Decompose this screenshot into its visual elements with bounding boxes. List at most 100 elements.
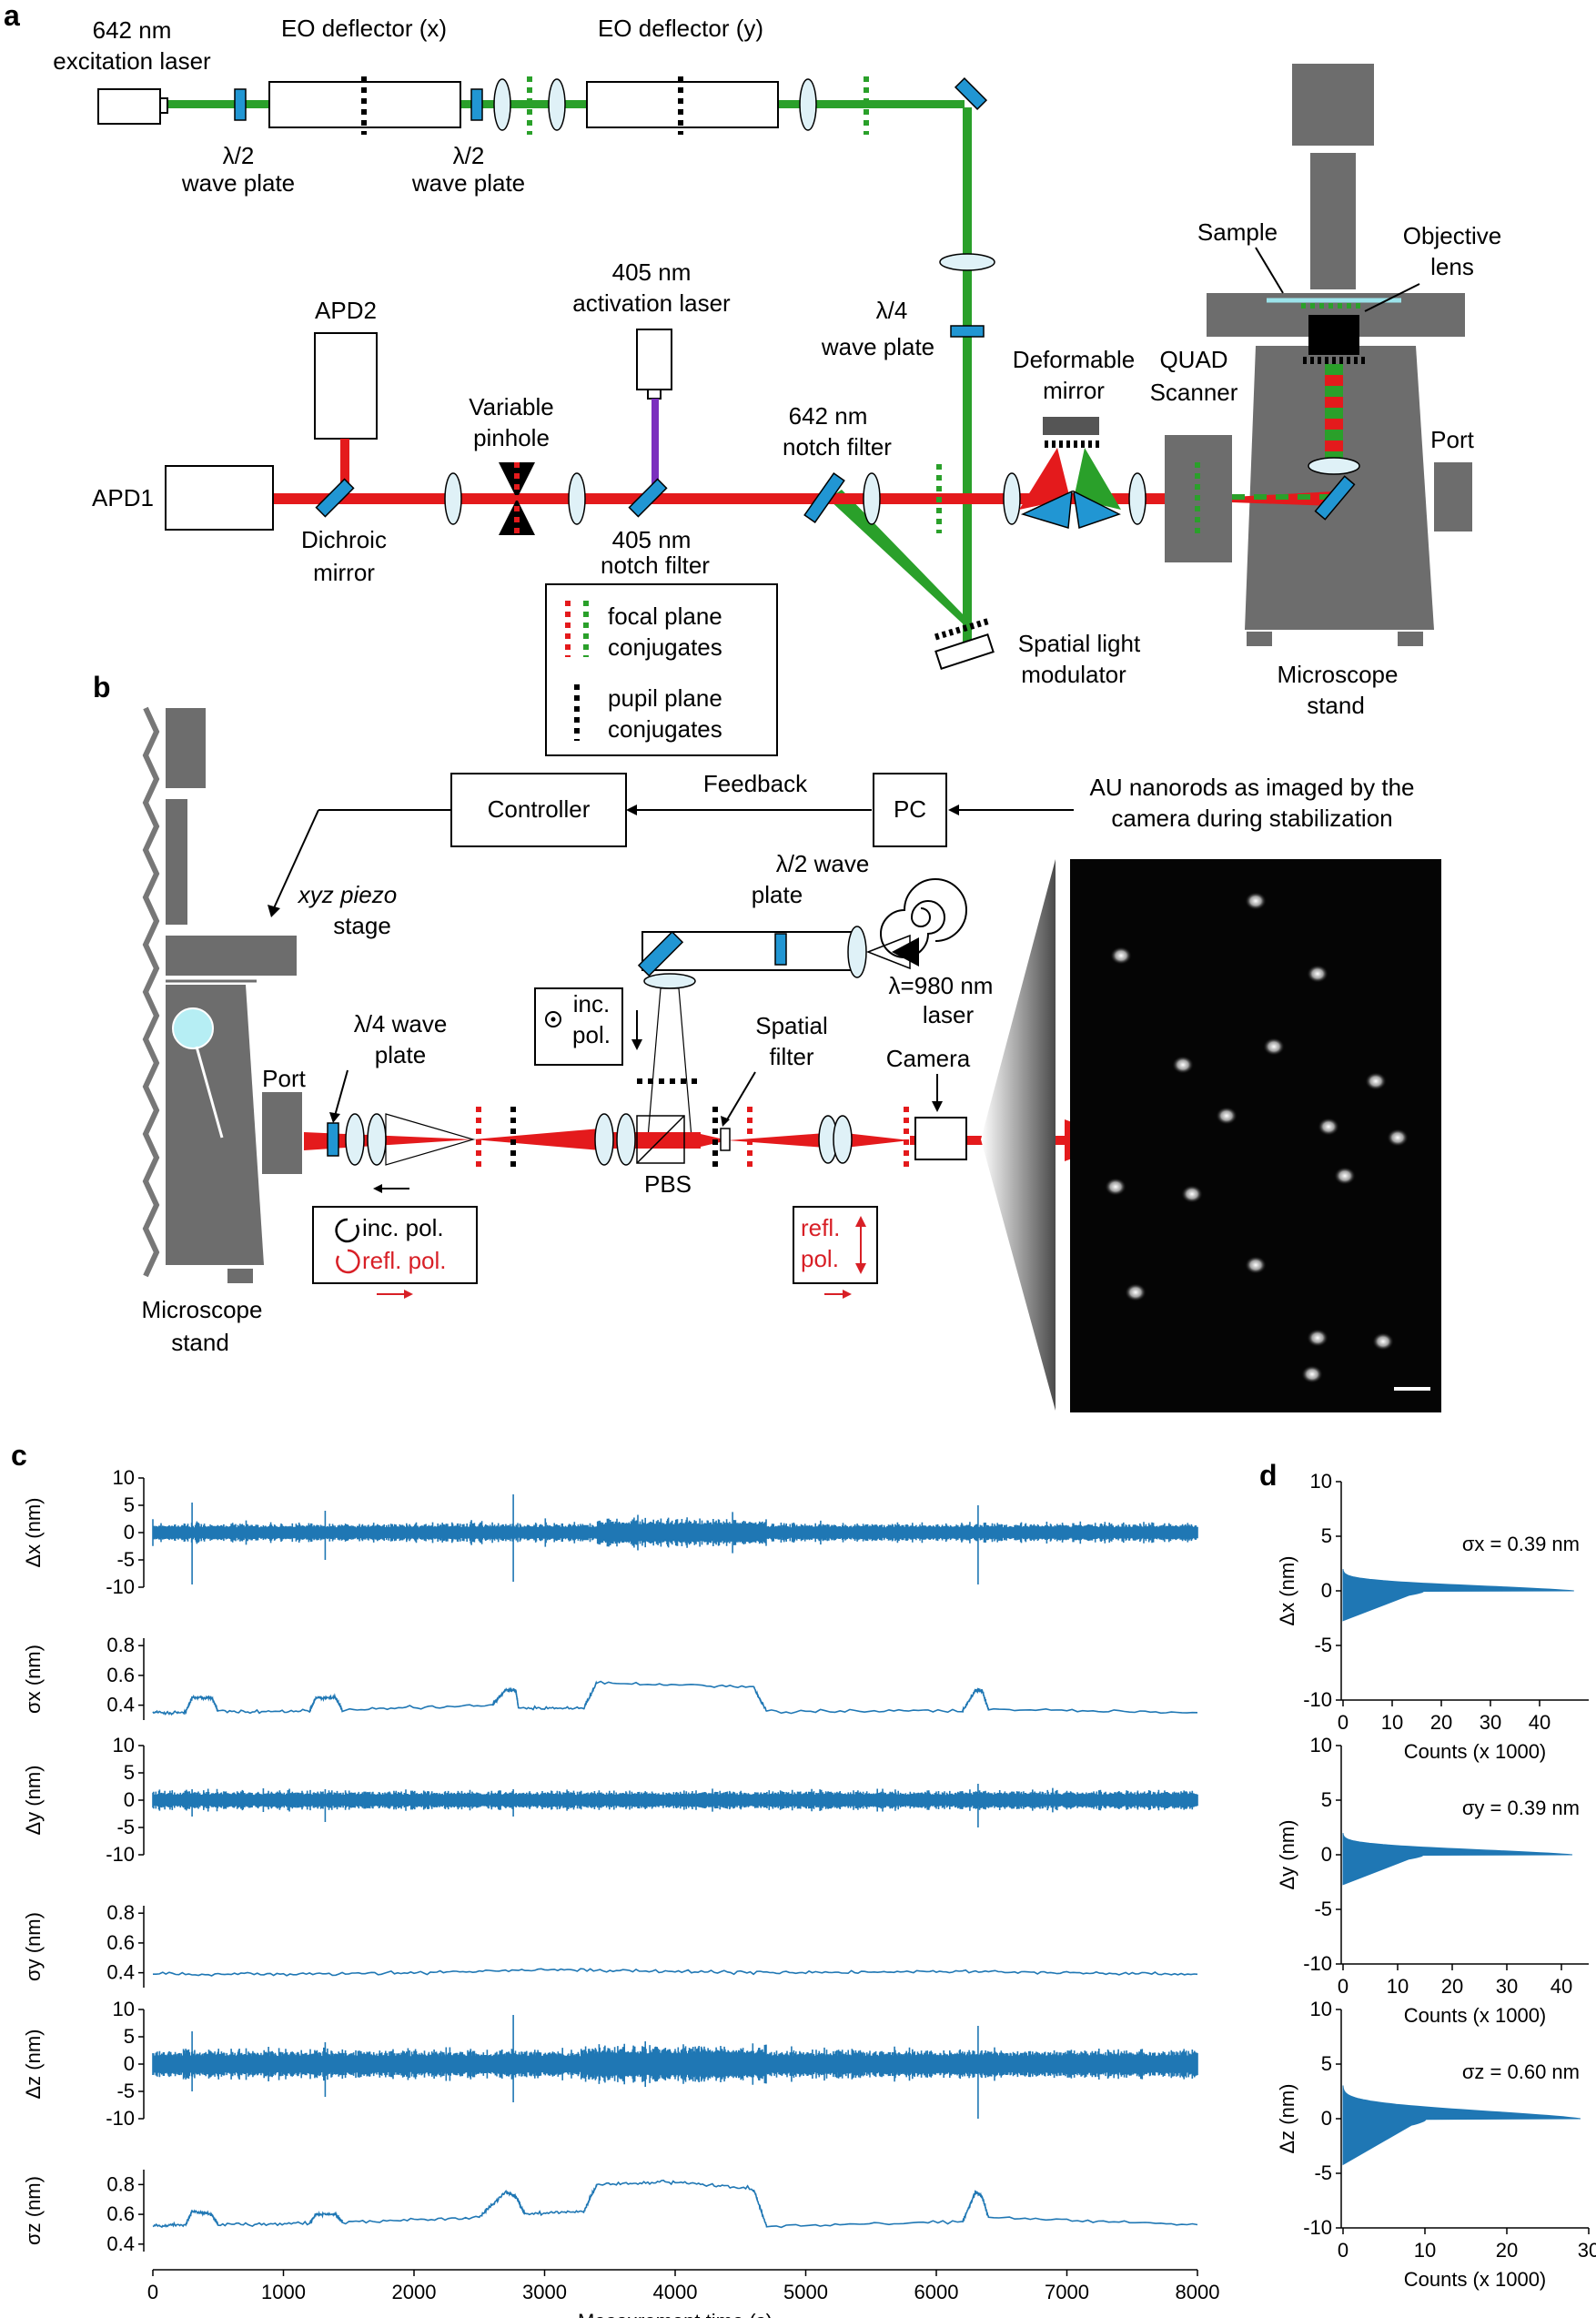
label-quad-l1: QUAD <box>1159 346 1227 373</box>
lens <box>799 78 817 131</box>
label-slm-l2: modulator <box>1021 661 1126 688</box>
histogram-bars <box>1342 2085 1581 2166</box>
x-tick-label: 30 <box>1480 1711 1501 1734</box>
half-wave-plate-b <box>774 933 787 966</box>
stand-neck <box>1310 153 1356 289</box>
y-tick-label: 0.6 <box>106 1664 135 1686</box>
y-tick-label: 10 <box>113 1466 135 1489</box>
panel-a-schematic: 642 nm excitation laser λ/2 wave plate E… <box>53 15 1501 756</box>
x-axis-label: Counts (x 1000) <box>1404 2004 1547 2027</box>
arrowhead-red <box>855 1216 866 1227</box>
label-excitation-l2: excitation laser <box>53 47 211 75</box>
stand-b-top <box>166 708 206 788</box>
y-tick-label: 0 <box>124 2052 135 2075</box>
x-tick-label: 40 <box>1529 1711 1551 1734</box>
y-tick-label: -5 <box>116 1548 135 1571</box>
stand-top <box>1292 64 1374 146</box>
scale-bar <box>1394 1387 1430 1391</box>
pol-box-right <box>793 1206 878 1284</box>
y-tick-label: 0.6 <box>106 1931 135 1954</box>
label-objective-l2: lens <box>1430 253 1474 280</box>
x-tick-label: 5000 <box>783 2281 828 2303</box>
y-tick-label: -10 <box>106 1575 135 1598</box>
x-tick-label: 7000 <box>1045 2281 1089 2303</box>
green-beam-down <box>963 107 972 653</box>
red-beam-dm <box>1019 448 1070 510</box>
label-slm-l1: Spatial light <box>1018 630 1141 657</box>
y-tick-label: 5 <box>1321 2052 1332 2075</box>
y-tick-label: -5 <box>116 2080 135 2102</box>
pinhole-top <box>499 462 535 499</box>
lens <box>863 472 881 525</box>
x-axis-label: Measurement time (s) <box>578 2310 773 2318</box>
label-port-a: Port <box>1430 426 1474 453</box>
y-axis-label: Δz (nm) <box>22 2029 45 2099</box>
dichroic-mirror <box>315 478 355 518</box>
stand-foot <box>1247 632 1272 646</box>
y-axis-label: Δy (nm) <box>1276 1819 1298 1889</box>
y-tick-label: 5 <box>124 2025 135 2048</box>
y-tick-label: 10 <box>1310 1470 1332 1493</box>
lens <box>939 253 995 271</box>
arrow-qwp <box>334 1069 348 1117</box>
lens <box>568 472 586 525</box>
x-tick-label: 3000 <box>522 2281 567 2303</box>
y-tick-label: 10 <box>113 1998 135 2020</box>
y-axis-label: Δx (nm) <box>22 1497 45 1567</box>
nanorod-2 <box>1307 965 1328 983</box>
label-pc: PC <box>894 795 926 823</box>
laser-980-head <box>892 937 919 967</box>
quarter-wave-plate-b <box>327 1122 339 1157</box>
x-tick-label: 4000 <box>653 2281 698 2303</box>
beam-outline <box>385 1113 476 1166</box>
lens <box>444 472 462 525</box>
y-tick-label: -10 <box>1303 1688 1332 1711</box>
label-qwp-l1: λ/4 <box>876 297 908 324</box>
x-tick-label: 0 <box>147 2281 158 2303</box>
excitation-laser <box>97 88 161 125</box>
label-controller: Controller <box>488 795 591 823</box>
series-trace <box>152 1494 1198 1584</box>
label-activation-l2: activation laser <box>572 289 731 317</box>
label-hwp-b-l1: λ/2 wave <box>776 850 870 877</box>
apd1 <box>165 465 274 531</box>
y-tick-label: 0 <box>1321 2107 1332 2130</box>
nanorod-7 <box>1318 1118 1339 1136</box>
series-trace <box>152 1784 1198 1827</box>
label-dichroic-l1: Dichroic <box>301 526 387 553</box>
port-a <box>1434 462 1472 531</box>
x-tick-label: 30 <box>1496 1975 1518 1998</box>
nanorod-14 <box>1307 1329 1328 1347</box>
nanorods-group <box>1105 892 1409 1383</box>
stand-b-body <box>166 985 264 1265</box>
y-tick-label: 0.6 <box>106 2202 135 2225</box>
lens <box>1003 472 1021 525</box>
lens <box>1308 457 1360 475</box>
y-tick-label: 10 <box>1310 1998 1332 2020</box>
arrowhead <box>329 1112 340 1123</box>
sigma-annotation: σy = 0.39 nm <box>1462 1797 1580 1819</box>
x-tick-label: 2000 <box>392 2281 437 2303</box>
x-tick-label: 0 <box>1338 2239 1349 2262</box>
label-notch405-l1: 405 nm <box>612 526 692 553</box>
panel-label-c: c <box>11 1439 27 1472</box>
sigma-annotation: σz = 0.60 nm <box>1462 2060 1580 2083</box>
y-tick-label: -5 <box>116 1816 135 1838</box>
series-line <box>152 2179 1198 2229</box>
x-tick-label: 20 <box>1496 2239 1518 2262</box>
controller-box <box>450 773 627 847</box>
nanorod-6 <box>1216 1107 1237 1125</box>
spatial-filter <box>720 1128 731 1151</box>
x-tick-label: 1000 <box>261 2281 306 2303</box>
x-tick-label: 20 <box>1441 1975 1463 1998</box>
nanorod-10 <box>1334 1167 1356 1185</box>
label-refl-pol-l1: refl. <box>801 1214 840 1241</box>
arrowhead <box>268 905 280 917</box>
activation-laser <box>636 329 672 390</box>
violet-beam <box>652 399 659 495</box>
y-axis-label: Δz (nm) <box>1276 2083 1298 2153</box>
